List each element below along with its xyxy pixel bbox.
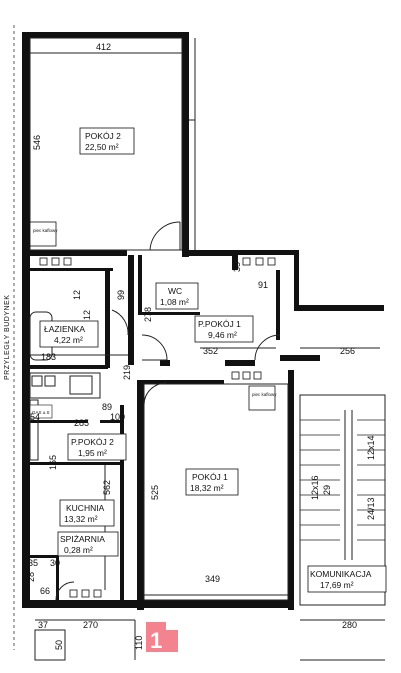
room-name-ppokoj2: P.POKÓJ 2 [71,437,114,447]
dim-99: 99 [116,290,126,300]
interior-lines [29,37,386,661]
dim-278: 278 [143,307,153,322]
tile-stove-pokoj2 [29,221,57,247]
dim-35b: 35 [28,558,38,568]
tile-stove-label-1: piec kaflowy [33,228,58,233]
dim-35: 35 [232,262,242,272]
room-area-pokoj2: 22,50 m² [85,142,119,152]
dim-89: 89 [102,402,112,412]
dim-110: 110 [134,636,144,650]
dim-352: 352 [203,346,218,356]
dim-50: 50 [54,640,64,650]
walls [22,32,384,610]
dim-24-13: 24/13 [366,497,376,520]
room-area-komunikacja: 17,69 m² [320,580,354,590]
room-area-ppokoj1: 9,46 m² [208,330,237,340]
tile-stove-pokoj1 [248,385,276,411]
dim-165: 165 [48,455,58,470]
dim-546: 546 [32,135,42,150]
room-area-pokoj1: 18,32 m² [190,483,224,493]
dim-285: 285 [74,418,89,428]
dim-30: 30 [50,558,60,568]
room-area-spizarnia: 0,28 m² [64,545,93,555]
dim-349: 349 [205,574,220,584]
room-name-pokoj1: POKÓJ 1 [192,472,228,482]
room-area-kuchnia: 13,32 m² [64,514,98,524]
stair-steps [300,419,385,541]
dim-562: 562 [102,480,112,495]
dim-280: 280 [342,620,357,630]
room-name-wc: WC [168,286,182,296]
room-area-ppokoj2: 1,95 m² [78,448,107,458]
dim-256: 256 [340,346,355,356]
room-name-kuchnia: KUCHNIA [66,503,105,513]
gas-meter-label: GAS u.S [32,410,50,415]
dim-219: 219 [122,365,132,380]
logo-mark: 1 [146,622,178,653]
room-name-spizarnia: SPIŻARNIA [60,534,105,544]
dim-12x16: 12x16 [310,475,320,500]
dim-37: 37 [38,620,48,630]
dim-12a: 12 [82,310,92,320]
dim-100: 100 [110,412,125,422]
room-labels: POKÓJ 2 22,50 m² WC 1,08 m² ŁAZIENKA 4,2… [39,127,387,593]
dim-28: 28 [26,572,36,582]
dim-525: 525 [150,485,160,500]
dim-66: 66 [40,586,50,596]
room-name-lazienka: ŁAZIENKA [44,324,85,334]
room-area-lazienka: 4,22 m² [54,335,83,345]
dim-91: 91 [258,280,268,290]
room-name-ppokoj1: P.POKÓJ 1 [198,319,241,329]
room-area-wc: 1,08 m² [160,297,189,307]
dimension-labels: 412 546 91 35 278 352 256 183 219 285 10… [26,42,376,650]
dim-54: 54 [30,412,40,422]
dim-183: 183 [41,352,56,362]
room-name-pokoj2: POKÓJ 2 [85,131,121,141]
dim-270: 270 [83,620,98,630]
side-label-adjacent-building: PRZYLEGŁY BUDYNEK [4,295,11,380]
tile-stove-label-2: piec kaflowy [252,392,277,397]
dim-12b: 12 [72,290,82,300]
radiator-squares [39,257,276,598]
room-name-komunikacja: KOMUNIKACJA [310,569,372,579]
gas-meter-box [29,404,53,419]
dim-12x14: 12x14 [366,435,376,460]
dim-29: 29 [322,485,332,495]
logo-char: 1 [150,628,162,653]
dim-412: 412 [96,42,111,52]
